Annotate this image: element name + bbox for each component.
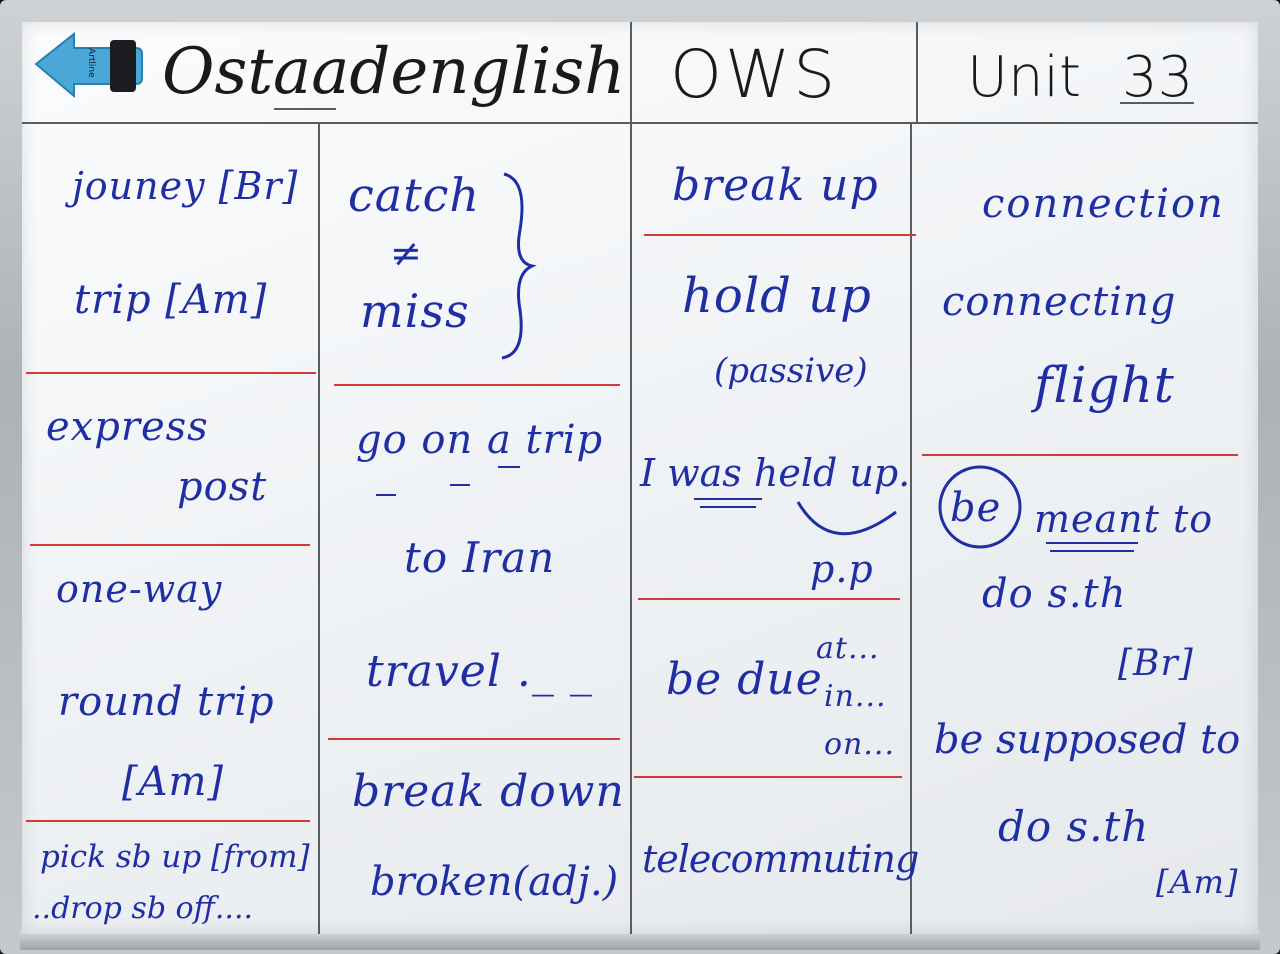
word-broken: broken(adj.) [370, 859, 619, 905]
phrase-go-on-a-trip: go on a trip [356, 417, 604, 463]
word-am: [Am] [122, 759, 225, 805]
word-miss: miss [360, 284, 470, 338]
word-telecommuting: telecommuting [642, 837, 919, 881]
label-pp: p.p [810, 547, 874, 591]
underline-mark [1050, 550, 1134, 552]
underline-mark [450, 484, 470, 486]
phrase-pick-up: pick sb up [from] [40, 839, 310, 875]
phrase-be-supposed-to: be supposed to [934, 717, 1241, 763]
word-journey: jouney [Br] [72, 164, 299, 208]
bracket-mark [501, 172, 537, 360]
arc-mark [796, 501, 897, 536]
word-post: post [177, 464, 268, 510]
word-trip: trip [Am] [74, 277, 268, 323]
word-catch: catch [348, 168, 481, 222]
word-flight: flight [1034, 356, 1175, 414]
red-divider [334, 384, 620, 386]
phrase-hold-up: hold up [682, 268, 872, 324]
word-round-trip: round trip [58, 679, 275, 725]
sentence-was-held-up: I was held up. [640, 451, 911, 495]
prep-at: at... [816, 631, 880, 666]
whiteboard: Artline Ostaadenglish OWS Unit 33 jouney… [22, 22, 1258, 934]
brand-underline [274, 108, 336, 110]
phrase-be-due: be due [666, 654, 823, 705]
red-divider [634, 776, 902, 778]
red-divider [26, 820, 310, 822]
marker-tray [20, 930, 1260, 950]
circle-mark [938, 465, 1022, 549]
phrase-meant-to: meant to [1034, 497, 1214, 541]
word-one-way: one-way [56, 567, 223, 611]
phrase-to-iran: to Iran [404, 533, 556, 582]
eraser-brand: Artline [86, 48, 96, 78]
red-divider [328, 738, 620, 740]
red-divider [922, 454, 1238, 456]
underline-mark [700, 506, 756, 508]
header-divider-1 [630, 22, 632, 122]
symbol-not-equal: ≠ [390, 231, 423, 275]
header-divider [22, 122, 1258, 124]
header-divider-2 [916, 22, 918, 122]
word-be: be [950, 485, 1002, 531]
phrase-break-down: break down [352, 766, 625, 817]
word-passive: (passive) [714, 351, 868, 391]
phrase-break-up: break up [672, 160, 879, 211]
underline-mark [376, 494, 396, 496]
phrase-do-sth: do s.th [982, 571, 1127, 617]
course-title: OWS [670, 36, 839, 113]
column-divider-1 [318, 122, 320, 934]
word-travel: travel ._ _ [366, 646, 593, 697]
unit-number: 33 [1122, 45, 1194, 110]
underline-mark [1046, 542, 1138, 544]
phrase-drop-off: ..drop sb off.... [32, 891, 254, 926]
word-connecting: connecting [942, 279, 1177, 325]
brand-title: Ostaadenglish [162, 35, 626, 109]
red-divider [638, 598, 900, 600]
label-am: [Am] [1156, 863, 1239, 901]
prep-in: in... [824, 679, 887, 714]
eraser-icon [34, 31, 143, 99]
underline-mark [694, 498, 762, 500]
column-divider-3 [910, 122, 912, 934]
red-divider [644, 234, 916, 236]
red-divider [30, 544, 310, 546]
word-express: express [46, 404, 209, 450]
prep-on: on... [824, 727, 895, 762]
word-connection: connection [982, 181, 1225, 227]
phrase-do-sth-2: do s.th [998, 802, 1150, 851]
unit-underline [1120, 102, 1194, 104]
red-divider [26, 372, 316, 374]
label-br: [Br] [1118, 643, 1194, 684]
underline-mark [498, 466, 520, 468]
column-divider-2 [630, 122, 632, 934]
unit-label: Unit [967, 45, 1081, 110]
